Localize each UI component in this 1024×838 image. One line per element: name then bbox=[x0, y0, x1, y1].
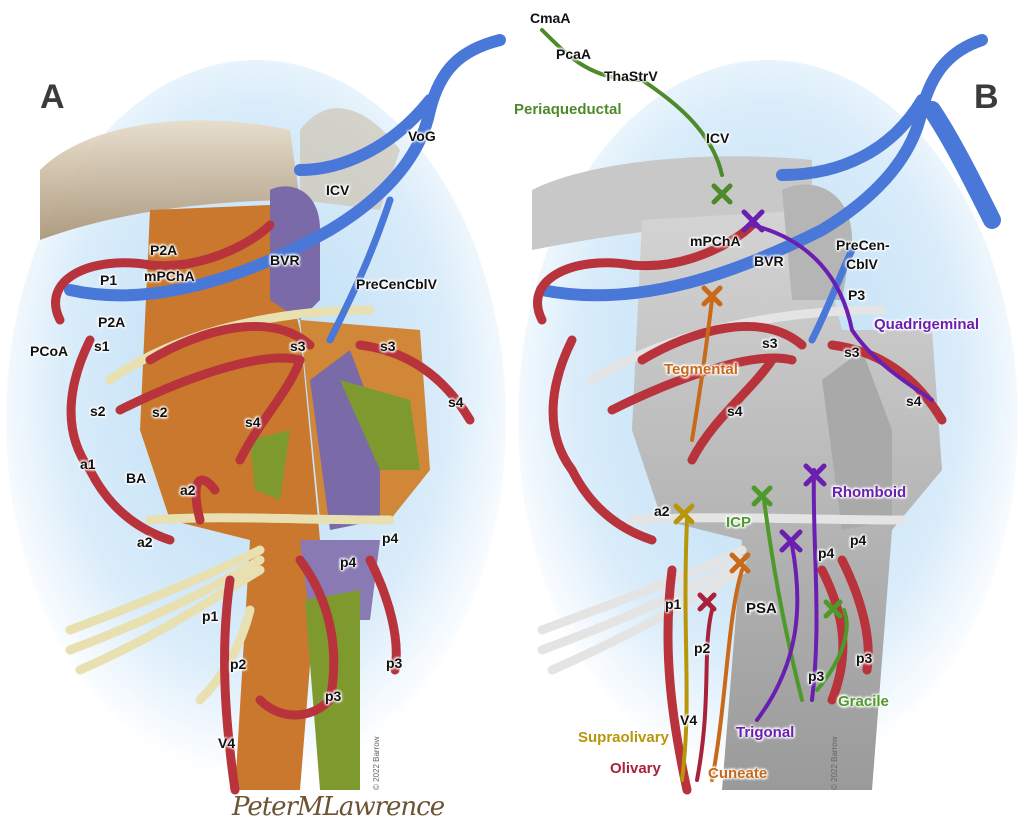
artist-signature: PeterMLawrence bbox=[232, 792, 445, 822]
label-a1: a1 bbox=[80, 456, 96, 472]
arteries-b bbox=[533, 220, 947, 795]
cerebrum bbox=[40, 120, 300, 240]
label-ba: BA bbox=[126, 470, 147, 486]
label-p4-left: p4 bbox=[340, 554, 357, 570]
label-a2: a2 bbox=[654, 503, 670, 519]
label-s4-left: s4 bbox=[727, 403, 743, 419]
label-p2a-lower: P2A bbox=[98, 314, 126, 330]
label-pcoa: PCoA bbox=[30, 343, 69, 359]
cerebrum-gray bbox=[532, 156, 812, 250]
pathway-cuneate: Cuneate bbox=[708, 765, 768, 782]
pathway-periaqueductal: Periaqueductal bbox=[514, 101, 622, 118]
label-s4-right: s4 bbox=[448, 394, 464, 410]
label-icv: ICV bbox=[706, 130, 730, 146]
veins bbox=[64, 34, 506, 344]
label-s4-right: s4 bbox=[906, 393, 922, 409]
label-a2-inner: a2 bbox=[180, 482, 196, 498]
label-icv: ICV bbox=[326, 182, 350, 198]
label-p4-right: p4 bbox=[850, 532, 867, 548]
copyright-b: © 2022 Barrow bbox=[830, 736, 839, 790]
panel-letter: A bbox=[40, 78, 65, 116]
pathway-quadrigeminal: Quadrigeminal bbox=[874, 316, 980, 333]
label-s3-left: s3 bbox=[762, 335, 778, 351]
label-s2-inner: s2 bbox=[152, 404, 168, 420]
pathway-tegmental: Tegmental bbox=[664, 361, 738, 378]
label-a2-outer: a2 bbox=[137, 534, 153, 550]
arteries bbox=[51, 220, 475, 795]
label-p3-center: p3 bbox=[325, 688, 342, 704]
label-s1: s1 bbox=[94, 338, 110, 354]
pathway-rhomboid: Rhomboid bbox=[832, 484, 907, 501]
label-s3-right: s3 bbox=[844, 344, 860, 360]
label-s3-left: s3 bbox=[290, 338, 306, 354]
label-precen2: CblV bbox=[846, 256, 878, 272]
label-cmaa: CmaA bbox=[530, 10, 571, 26]
label-v4: V4 bbox=[680, 712, 698, 728]
label-p3-right: p3 bbox=[386, 655, 403, 671]
label-mpcha: mPChA bbox=[690, 233, 741, 249]
panel-letter: B bbox=[974, 78, 999, 116]
label-pcaa: PcaA bbox=[556, 46, 592, 62]
pathway-trigonal: Trigonal bbox=[736, 724, 795, 741]
label-p2: p2 bbox=[694, 640, 711, 656]
label-p4-right: p4 bbox=[382, 530, 399, 546]
label-vog: VoG bbox=[408, 128, 436, 144]
pathway-olivary: Olivary bbox=[610, 760, 661, 777]
label-mpcha: mPChA bbox=[144, 268, 195, 284]
panel-a-illustration bbox=[6, 34, 506, 795]
pathway-icp: ICP bbox=[726, 514, 752, 531]
panel-b-illustration bbox=[518, 28, 1018, 795]
label-precen1: PreCen- bbox=[836, 237, 890, 253]
brainstem-orange bbox=[140, 205, 320, 790]
label-p3-lower-right: p3 bbox=[856, 650, 873, 666]
label-thastrv: ThaStrV bbox=[604, 68, 658, 84]
label-p1-lower: p1 bbox=[202, 608, 219, 624]
veins-b bbox=[536, 34, 1001, 344]
label-v4: V4 bbox=[218, 735, 236, 751]
panel-a: A VoG ICV P2A P1 mPChA BVR PreCenCblV P2… bbox=[0, 0, 512, 800]
label-s3-right: s3 bbox=[380, 338, 396, 354]
pathway-psa: PSA bbox=[746, 600, 777, 617]
label-p3-lower-left: p3 bbox=[808, 668, 825, 684]
x-markers bbox=[673, 183, 843, 619]
label-p2-lower: p2 bbox=[230, 656, 247, 672]
pathway-supraolivary: Supraolivary bbox=[578, 729, 669, 746]
label-p1: p1 bbox=[665, 596, 682, 612]
pathway-arrows bbox=[540, 28, 934, 782]
label-s2-outer: s2 bbox=[90, 403, 106, 419]
green-region-upper bbox=[340, 380, 420, 470]
label-p2a-upper: P2A bbox=[150, 242, 178, 258]
label-s4-left: s4 bbox=[245, 414, 261, 430]
label-p1: P1 bbox=[100, 272, 118, 288]
copyright-a: © 2022 Barrow bbox=[372, 736, 381, 790]
panel-b: B CmaA PcaA ThaStrV Periaqueductal ICV m… bbox=[512, 0, 1024, 800]
pathway-gracile: Gracile bbox=[838, 693, 889, 710]
label-precencblv: PreCenCblV bbox=[356, 276, 437, 292]
label-p3-upper: P3 bbox=[848, 287, 866, 303]
label-bvr: BVR bbox=[270, 252, 300, 268]
label-p4-left: p4 bbox=[818, 545, 835, 561]
label-bvr: BVR bbox=[754, 253, 784, 269]
